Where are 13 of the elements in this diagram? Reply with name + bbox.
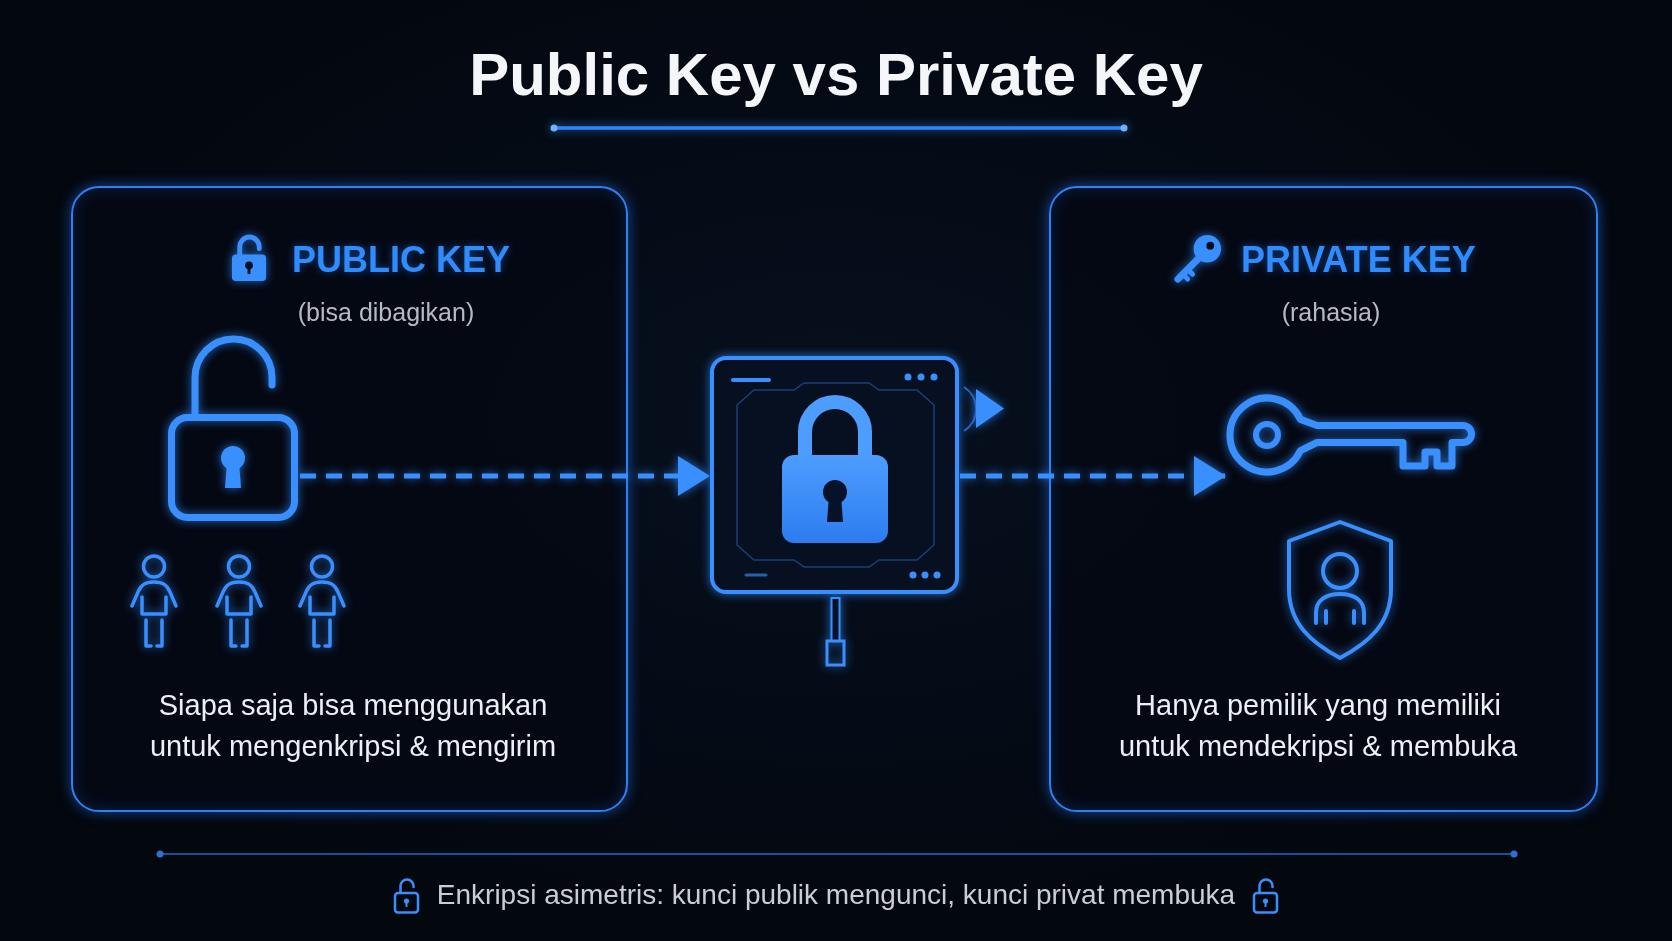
panel-subtitle: (bisa dibagikan) bbox=[297, 297, 475, 327]
panel-subtitle: (rahasia) bbox=[1281, 297, 1381, 327]
dashed-arrow bbox=[960, 456, 1226, 496]
panel-heading: PRIVATE KEY bbox=[1241, 238, 1476, 282]
footer-note: Enkripsi asimetris: kunci publik mengunci, kunci privat membuka bbox=[436, 878, 1236, 912]
panel-description: Siapa saja bisa menggunakan untuk mengenkripsi & mengirim bbox=[148, 688, 558, 764]
panel-card bbox=[71, 186, 628, 812]
title: Public Key vs Private Key bbox=[469, 45, 1203, 105]
panel-description: Hanya pemilik yang memiliki untuk mendekripsi & membuka bbox=[1117, 688, 1519, 764]
panel-heading: PUBLIC KEY bbox=[292, 238, 511, 282]
panel-card bbox=[1049, 186, 1598, 812]
locked-screen-illustration bbox=[709, 355, 960, 595]
dashed-arrow bbox=[300, 456, 710, 496]
